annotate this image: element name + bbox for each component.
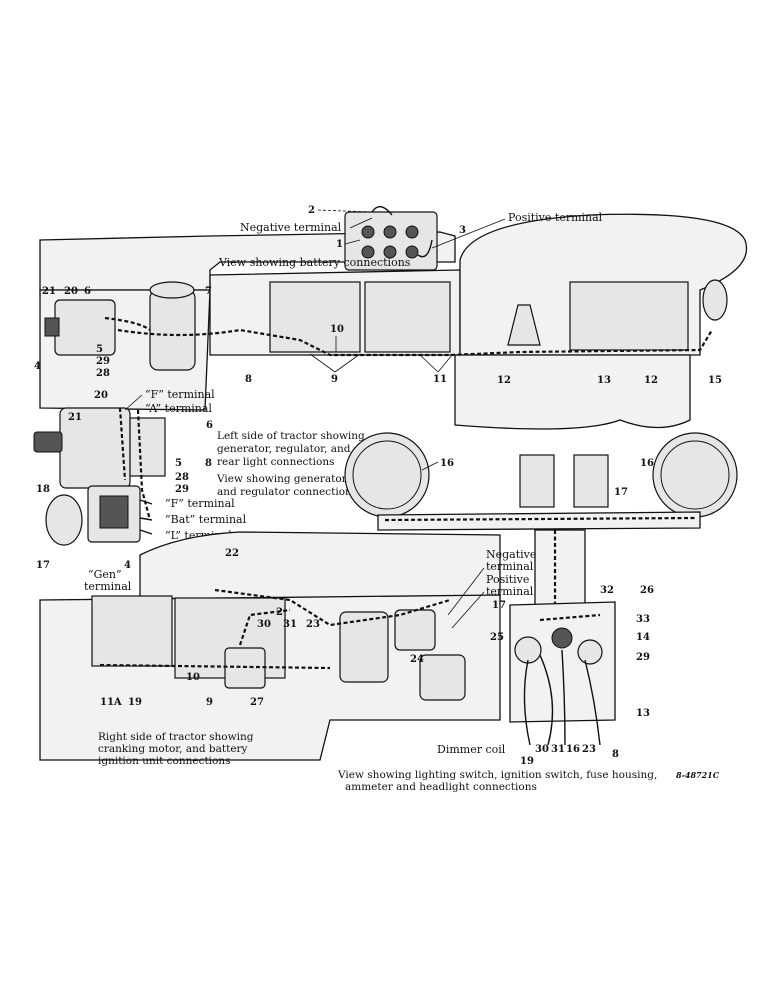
right-side-caption-1: Right side of tractor showing bbox=[98, 731, 254, 743]
callout-23: 23 bbox=[306, 619, 320, 630]
lighting-view-caption-2: ammeter and headlight connections bbox=[345, 781, 537, 793]
f-terminal-regulator-label: “F” terminal bbox=[165, 497, 235, 510]
battery-view-caption: View showing battery connections bbox=[218, 256, 411, 269]
callout-5: 5 bbox=[96, 344, 103, 355]
lighting-view-caption-1: View showing lighting switch, ignition s… bbox=[337, 769, 657, 781]
callout-15: 15 bbox=[708, 375, 722, 386]
callout-19b: 19 bbox=[520, 756, 534, 767]
callout-23b: 23 bbox=[582, 744, 596, 755]
callout-29b: 29 bbox=[175, 484, 189, 495]
callout-1: 1 bbox=[336, 239, 343, 250]
callout-29c: 29 bbox=[636, 652, 650, 663]
callout-16: 16 bbox=[440, 458, 454, 469]
gen-terminal-label-1: “Gen” bbox=[88, 568, 122, 581]
callout-10: 10 bbox=[330, 324, 344, 335]
generator-view-caption-2: and regulator connections bbox=[217, 486, 357, 498]
callout-8b: 8 bbox=[205, 458, 212, 469]
gen-terminal-label-2: terminal bbox=[84, 580, 132, 593]
left-side-caption-2: generator, regulator, and bbox=[217, 443, 351, 455]
callout-4b: 4 bbox=[124, 560, 131, 571]
drawing-code: 8-48721C bbox=[676, 770, 720, 780]
callout-19: 19 bbox=[128, 697, 142, 708]
callout-17c: 17 bbox=[492, 600, 506, 611]
callout-12b: 12 bbox=[644, 375, 658, 386]
generator-regulator-drawing bbox=[33, 407, 166, 546]
callout-26: 26 bbox=[640, 585, 654, 596]
callout-33: 33 bbox=[636, 614, 650, 625]
bat-terminal-label: “Bat” terminal bbox=[165, 513, 247, 526]
right-side-tractor-drawing bbox=[39, 531, 501, 761]
right-side-caption-2: cranking motor, and battery bbox=[98, 743, 248, 755]
callout-4: 4 bbox=[34, 361, 41, 372]
callout-5b: 5 bbox=[175, 458, 182, 469]
left-side-caption-1: Left side of tractor showing bbox=[217, 430, 365, 442]
callout-7: 7 bbox=[205, 286, 212, 297]
generator-view-caption-1: View showing generator bbox=[216, 473, 348, 485]
callout-31: 31 bbox=[283, 619, 297, 630]
callout-29: 29 bbox=[96, 356, 110, 367]
callout-20: 20 bbox=[64, 286, 78, 297]
a-terminal-label: “A” terminal bbox=[145, 402, 212, 415]
positive-terminal-right-1: Positive bbox=[486, 573, 529, 586]
callout-21: 21 bbox=[42, 286, 56, 297]
callout-8: 8 bbox=[245, 374, 252, 385]
callout-3: 3 bbox=[459, 225, 466, 236]
callout-16c: 16 bbox=[566, 744, 580, 755]
headlights-drawing bbox=[344, 432, 738, 606]
callout-22: 22 bbox=[225, 548, 239, 559]
negative-terminal-label: Negative terminal bbox=[240, 221, 342, 234]
callout-28b: 28 bbox=[175, 472, 189, 483]
dimmer-coil-label: Dimmer coil bbox=[437, 743, 506, 756]
lighting-switch-panel-drawing bbox=[509, 601, 616, 746]
positive-terminal-label: Positive terminal bbox=[508, 211, 603, 224]
f-terminal-generator-label: “F” terminal bbox=[145, 388, 215, 401]
callout-30b: 30 bbox=[535, 744, 549, 755]
callout-30: 30 bbox=[257, 619, 271, 630]
callout-13b: 13 bbox=[636, 708, 650, 719]
negative-terminal-right-1: Negative bbox=[486, 548, 536, 561]
callout-12: 12 bbox=[497, 375, 511, 386]
callout-20b: 20 bbox=[94, 390, 108, 401]
left-side-tractor-drawing bbox=[39, 206, 748, 430]
callout-10b: 10 bbox=[186, 672, 200, 683]
callout-14: 14 bbox=[636, 632, 650, 643]
callout-17: 17 bbox=[36, 560, 50, 571]
callout-16b: 16 bbox=[640, 458, 654, 469]
callout-31b: 31 bbox=[551, 744, 565, 755]
callout-8c: 8 bbox=[612, 749, 619, 760]
negative-terminal-right-2: terminal bbox=[486, 560, 534, 573]
callout-2b: 2 bbox=[276, 607, 283, 618]
left-side-caption-3: rear light connections bbox=[217, 456, 334, 468]
callout-27: 27 bbox=[250, 697, 264, 708]
callout-9b: 9 bbox=[206, 697, 213, 708]
positive-terminal-right-2: terminal bbox=[486, 585, 534, 598]
callout-18: 18 bbox=[36, 484, 50, 495]
callout-21b: 21 bbox=[68, 412, 82, 423]
callout-25: 25 bbox=[490, 632, 504, 643]
callout-9: 9 bbox=[331, 374, 338, 385]
callout-13: 13 bbox=[597, 375, 611, 386]
callout-24: 24 bbox=[410, 654, 424, 665]
callout-32: 32 bbox=[600, 585, 614, 596]
callout-11A: 11A bbox=[100, 697, 122, 708]
callout-6b: 6 bbox=[206, 420, 213, 431]
callout-11: 11 bbox=[433, 374, 447, 385]
callout-2: 2 bbox=[308, 205, 315, 216]
right-side-caption-3: ignition unit connections bbox=[98, 755, 231, 767]
callout-6: 6 bbox=[84, 286, 91, 297]
callout-28: 28 bbox=[96, 368, 110, 379]
callout-17b: 17 bbox=[614, 487, 628, 498]
